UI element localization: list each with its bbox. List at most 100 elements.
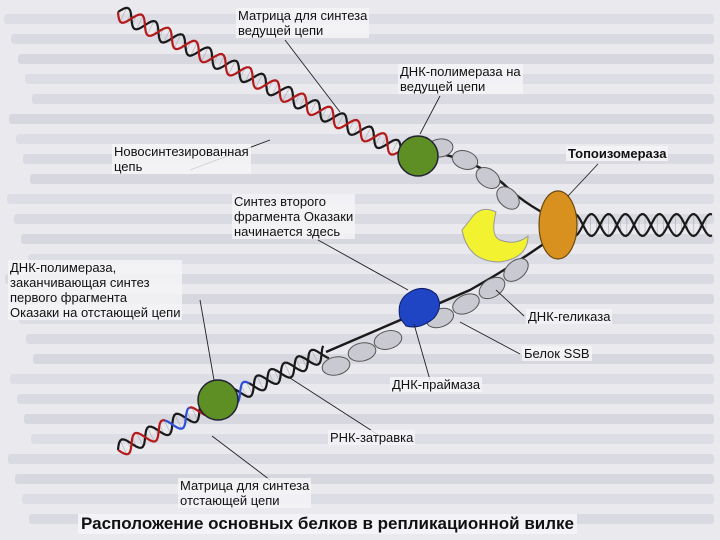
lagging-helix-rung — [311, 349, 319, 365]
leading-helix-rung — [380, 136, 387, 148]
leading-helix-rung — [228, 60, 236, 75]
leading-helix-rung — [320, 106, 328, 119]
background-line — [30, 174, 714, 184]
label-helicase: ДНК-геликаза — [526, 309, 613, 324]
leading-helix-rung — [326, 109, 333, 122]
label-rna-primer: РНК-затравка — [328, 430, 416, 445]
lagging-helix-strand-a — [164, 406, 191, 430]
pointer-line — [413, 323, 431, 381]
leading-helix-rung — [255, 73, 263, 89]
ssb-protein — [478, 276, 506, 300]
leading-helix-rung — [201, 47, 209, 62]
lagging-helix-rung — [268, 371, 275, 384]
ssb-protein — [496, 186, 520, 210]
leading-helix-rung — [336, 113, 345, 129]
leading-helix-rung — [271, 82, 279, 96]
background-line — [12, 294, 714, 304]
label-lagging-template: Матрица для синтеза отстающей цепи — [178, 478, 312, 508]
lagging-helix-rung — [174, 414, 182, 429]
background-line — [22, 494, 714, 504]
leading-helix-strand-a — [116, 11, 400, 156]
label-polymerase-lagging: ДНК-полимераза, заканчивающая синтез пер… — [8, 260, 183, 320]
ssb-protein — [451, 150, 479, 170]
parental-helix-strand-a — [565, 212, 713, 238]
lagging-helix-strand-a — [248, 345, 325, 392]
label-ssb: Белок SSB — [522, 346, 592, 361]
background-line — [19, 314, 714, 324]
leading-polymerase-protein — [397, 135, 439, 177]
pointer-line — [199, 299, 215, 381]
pointer-line — [284, 39, 341, 113]
topoisomerase-protein — [538, 190, 578, 260]
label-leading-template: Матрица для синтеза ведущей цепи — [236, 8, 370, 38]
leading-helix-rung — [239, 67, 246, 79]
label-okazaki-start: Синтез второго фрагмента Оказаки начинае… — [232, 194, 356, 239]
leading-helix-rung — [266, 80, 273, 92]
leading-helix-rung — [163, 29, 171, 43]
leading-helix-rung — [217, 55, 225, 70]
leading-helix-rung — [190, 42, 198, 56]
lagging-helix-rung — [301, 356, 308, 369]
leading-helix-rung — [363, 126, 372, 142]
primase-protein — [398, 288, 440, 328]
ssb-protein — [452, 293, 480, 315]
lagging-helix-rung — [191, 407, 198, 421]
leading-helix-rung — [293, 93, 301, 106]
leading-helix-rung — [347, 120, 355, 133]
lagging-helix-rung — [163, 420, 171, 434]
label-new-strand: Новосинтезированная цепь — [112, 144, 251, 174]
background-line — [21, 234, 714, 244]
lagging-template-single-strand — [325, 227, 567, 354]
lagging-helix-rung — [273, 369, 280, 382]
background-line — [24, 414, 714, 424]
background-line — [28, 254, 714, 264]
leading-helix-rung — [146, 20, 155, 36]
pointer-line — [289, 377, 381, 437]
leading-helix-rung — [244, 69, 252, 83]
background-line — [10, 374, 714, 384]
leading-helix-rung — [119, 7, 128, 22]
leading-helix-rung — [375, 133, 382, 146]
lagging-helix-rung — [147, 427, 155, 442]
background-line — [26, 334, 714, 344]
lagging-helix-rung — [246, 381, 253, 395]
background-line — [32, 94, 714, 104]
leading-helix-rung — [299, 96, 306, 109]
label-topoisomerase: Топоизомераза — [566, 146, 669, 161]
ssb-protein — [373, 330, 403, 350]
ssb-protein — [475, 167, 501, 189]
lagging-helix-rung — [295, 358, 302, 372]
pointer-line — [495, 289, 525, 317]
pointer-line — [211, 435, 271, 481]
background-line — [18, 54, 714, 64]
lagging-helix-rung — [256, 375, 265, 391]
background-line — [25, 74, 714, 84]
ssb-protein — [321, 356, 351, 376]
leading-helix-rung — [353, 122, 360, 135]
pointer-line — [567, 163, 599, 197]
ssb-protein — [503, 258, 529, 282]
background-line — [8, 454, 714, 464]
label-primase: ДНК-праймаза — [390, 377, 483, 392]
background-line — [14, 214, 714, 224]
leading-helix-rung — [390, 140, 399, 155]
lagging-helix-rung — [136, 432, 144, 447]
leading-helix-rung — [282, 86, 290, 102]
leading-helix-rung — [173, 34, 182, 49]
background-line — [5, 274, 714, 284]
pointer-line — [459, 321, 521, 355]
leading-helix-rung — [136, 15, 144, 30]
background-line — [23, 154, 714, 164]
pointer-line — [419, 95, 441, 135]
background-line — [7, 194, 714, 204]
background-line — [15, 474, 714, 484]
ssb-protein — [347, 342, 377, 362]
lagging-helix-strand-a — [117, 419, 166, 456]
figure-caption: Расположение основных белков в репликаци… — [78, 514, 577, 534]
parental-helix-strand-b — [565, 212, 713, 238]
background-line — [9, 114, 714, 124]
label-polymerase-leading: ДНК-полимераза на ведущей цепи — [398, 64, 523, 94]
lagging-helix-rung — [240, 384, 247, 397]
helicase-protein — [461, 208, 529, 263]
